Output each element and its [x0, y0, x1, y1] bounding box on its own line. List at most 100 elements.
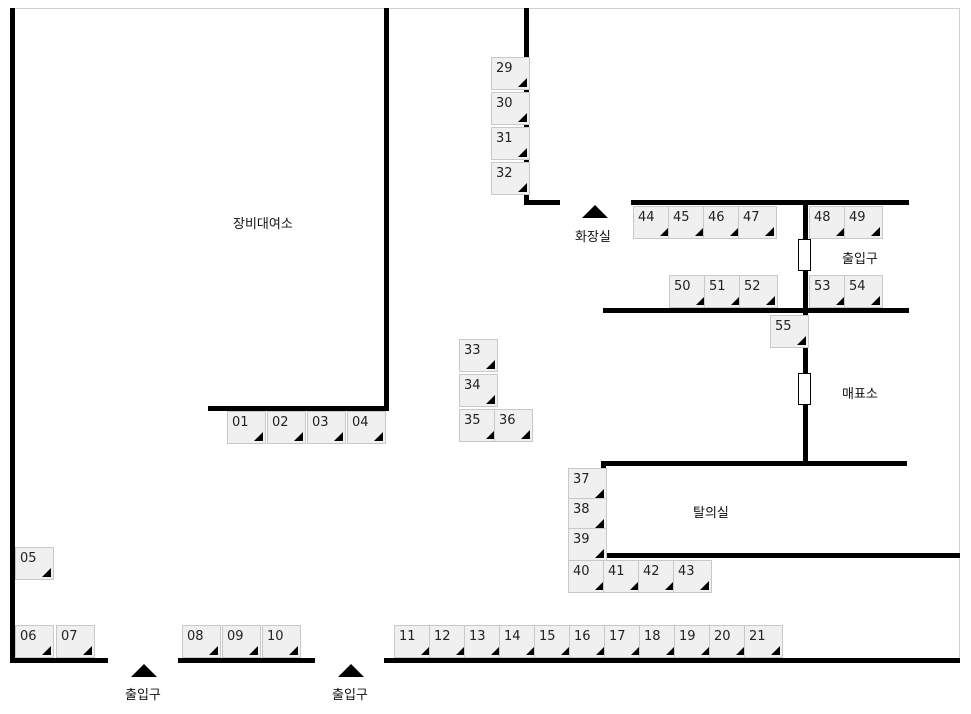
corner-marker-icon: [491, 646, 500, 655]
corner-marker-icon: [83, 646, 92, 655]
seat-10[interactable]: 10: [262, 625, 301, 658]
wall-bottom-1: [10, 658, 108, 663]
door-exit-right[interactable]: [798, 239, 811, 271]
seat-17[interactable]: 17: [604, 625, 643, 658]
seat-38[interactable]: 38: [568, 498, 607, 531]
seat-06[interactable]: 06: [15, 625, 54, 658]
seat-41[interactable]: 41: [603, 560, 642, 593]
seat-42[interactable]: 42: [638, 560, 677, 593]
seat-36[interactable]: 36: [494, 409, 533, 442]
seat-11[interactable]: 11: [394, 625, 433, 658]
seat-01[interactable]: 01: [227, 411, 266, 444]
seat-07[interactable]: 07: [56, 625, 95, 658]
seat-53[interactable]: 53: [809, 275, 848, 308]
seat-13[interactable]: 13: [464, 625, 503, 658]
seat-number: 19: [679, 629, 696, 644]
seat-number: 40: [573, 564, 590, 579]
seat-number: 06: [20, 629, 37, 644]
seat-20[interactable]: 20: [709, 625, 748, 658]
corner-marker-icon: [374, 432, 383, 441]
seat-08[interactable]: 08: [182, 625, 221, 658]
corner-marker-icon: [595, 519, 604, 528]
seat-15[interactable]: 15: [534, 625, 573, 658]
seat-52[interactable]: 52: [739, 275, 778, 308]
seat-31[interactable]: 31: [491, 127, 530, 160]
seat-45[interactable]: 45: [668, 206, 707, 239]
seat-46[interactable]: 46: [703, 206, 742, 239]
corner-marker-icon: [595, 581, 604, 590]
seat-35[interactable]: 35: [459, 409, 498, 442]
seat-02[interactable]: 02: [267, 411, 306, 444]
seat-49[interactable]: 49: [844, 206, 883, 239]
wall-center-stub: [524, 200, 560, 205]
room-ticket-label: 매표소: [842, 387, 878, 402]
corner-marker-icon: [696, 296, 705, 305]
seat-number: 32: [496, 166, 513, 181]
seat-43[interactable]: 43: [673, 560, 712, 593]
seat-04[interactable]: 04: [347, 411, 386, 444]
seat-51[interactable]: 51: [704, 275, 743, 308]
seat-09[interactable]: 09: [222, 625, 261, 658]
seat-34[interactable]: 34: [459, 374, 498, 407]
room-restroom-label: 화장실: [575, 230, 611, 245]
seat-number: 01: [232, 415, 249, 430]
seat-number: 54: [849, 279, 866, 294]
corner-marker-icon: [42, 568, 51, 577]
seat-number: 35: [464, 413, 481, 428]
seat-54[interactable]: 54: [844, 275, 883, 308]
corner-marker-icon: [456, 646, 465, 655]
seat-32[interactable]: 32: [491, 162, 530, 195]
seat-number: 17: [609, 629, 626, 644]
wall-rental-bottom: [208, 406, 389, 411]
seat-48[interactable]: 48: [809, 206, 848, 239]
door-ticket[interactable]: [798, 373, 811, 405]
corner-marker-icon: [631, 646, 640, 655]
seat-number: 42: [643, 564, 660, 579]
exit-bottom-2-label: 출입구: [332, 688, 368, 703]
seat-05[interactable]: 05: [15, 547, 54, 580]
seat-number: 14: [504, 629, 521, 644]
wall-bottom-3: [384, 658, 960, 663]
corner-marker-icon: [518, 183, 527, 192]
seat-39[interactable]: 39: [568, 528, 607, 561]
seat-55[interactable]: 55: [770, 315, 809, 348]
seat-number: 55: [775, 319, 792, 334]
seat-37[interactable]: 37: [568, 468, 607, 501]
corner-marker-icon: [771, 646, 780, 655]
exit-bottom-1-label: 출입구: [125, 688, 161, 703]
corner-marker-icon: [660, 227, 669, 236]
seat-50[interactable]: 50: [669, 275, 708, 308]
plan-frame: [10, 8, 960, 662]
corner-marker-icon: [836, 227, 845, 236]
seat-12[interactable]: 12: [429, 625, 468, 658]
corner-marker-icon: [630, 581, 639, 590]
seat-number: 15: [539, 629, 556, 644]
seat-number: 03: [312, 415, 329, 430]
seat-47[interactable]: 47: [738, 206, 777, 239]
seat-number: 44: [638, 210, 655, 225]
corner-marker-icon: [871, 227, 880, 236]
exit-bottom-1-arrow-icon: [131, 664, 157, 677]
corner-marker-icon: [421, 646, 430, 655]
seat-29[interactable]: 29: [491, 57, 530, 90]
corner-marker-icon: [486, 360, 495, 369]
seat-16[interactable]: 16: [569, 625, 608, 658]
seat-33[interactable]: 33: [459, 339, 498, 372]
seat-number: 36: [499, 413, 516, 428]
seat-03[interactable]: 03: [307, 411, 346, 444]
seat-30[interactable]: 30: [491, 92, 530, 125]
seat-number: 11: [399, 629, 416, 644]
seat-21[interactable]: 21: [744, 625, 783, 658]
seat-40[interactable]: 40: [568, 560, 607, 593]
seat-44[interactable]: 44: [633, 206, 672, 239]
corner-marker-icon: [289, 646, 298, 655]
seat-14[interactable]: 14: [499, 625, 538, 658]
seat-19[interactable]: 19: [674, 625, 713, 658]
room-changing-label: 탈의실: [693, 506, 729, 521]
seat-number: 50: [674, 279, 691, 294]
corner-marker-icon: [518, 113, 527, 122]
seat-number: 43: [678, 564, 695, 579]
seat-18[interactable]: 18: [639, 625, 678, 658]
corner-marker-icon: [486, 430, 495, 439]
seat-number: 12: [434, 629, 451, 644]
